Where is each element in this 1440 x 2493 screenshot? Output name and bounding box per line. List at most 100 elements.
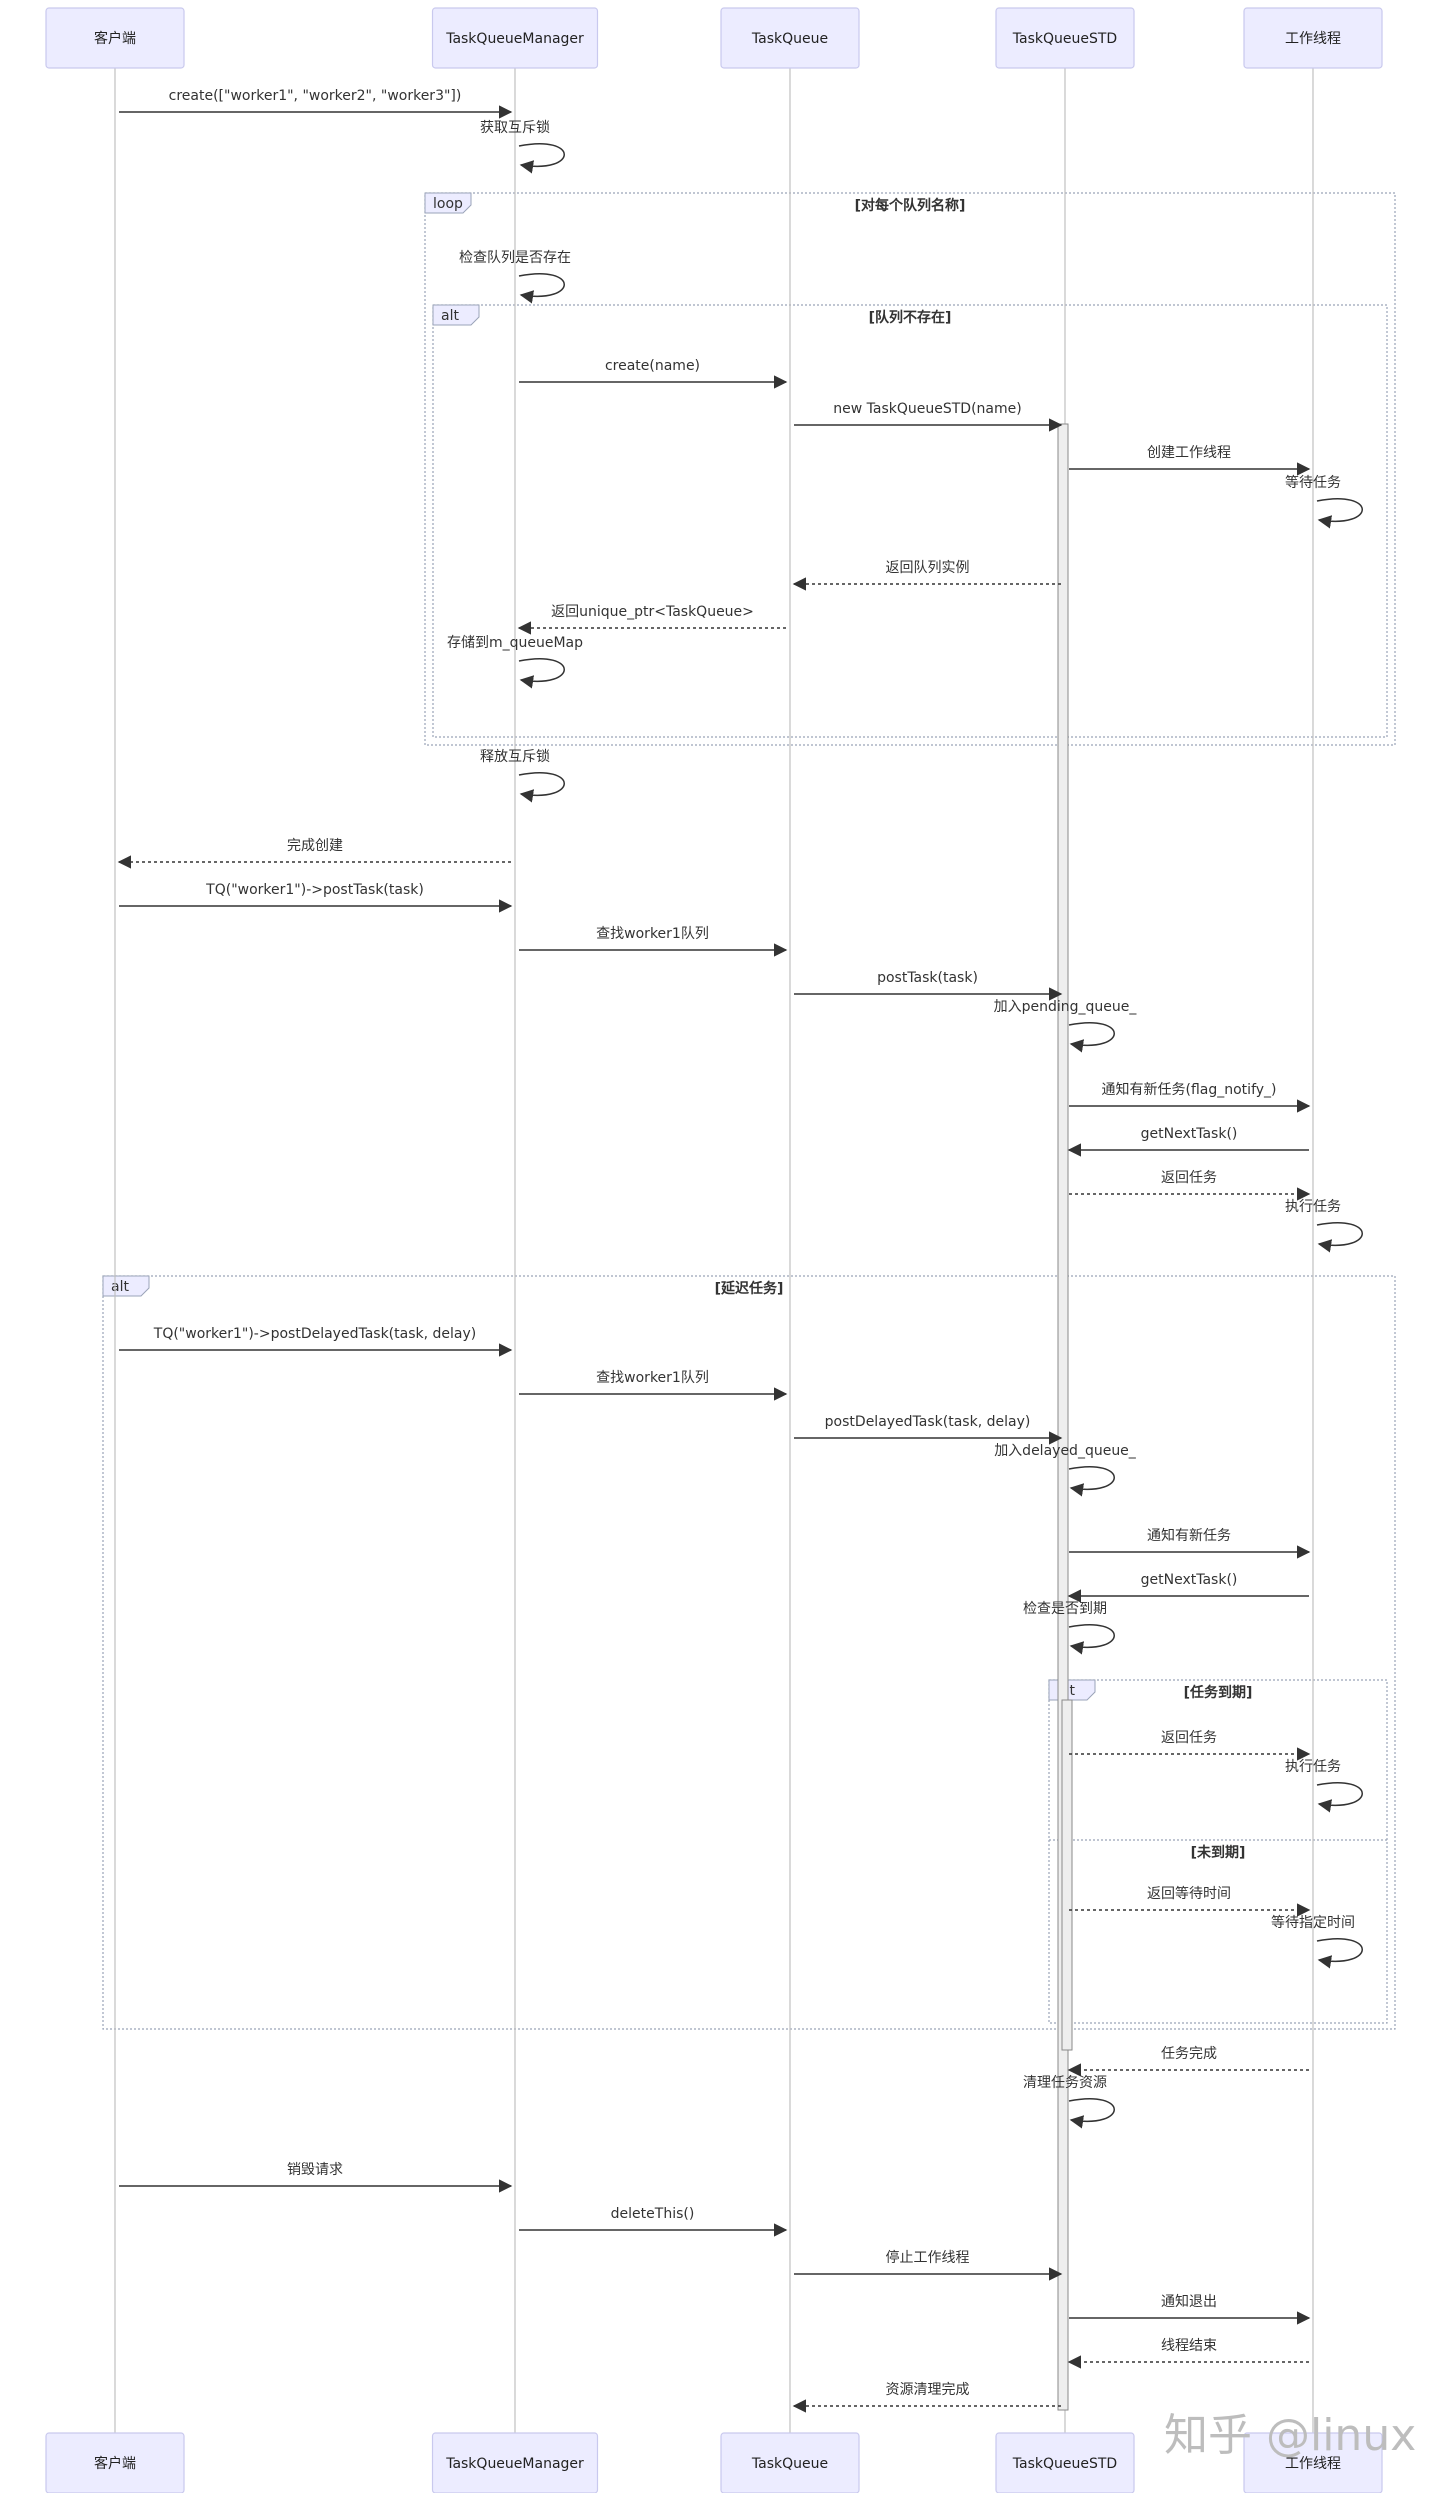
message-label: 线程结束 xyxy=(1161,2338,1217,2354)
message-label: getNextTask() xyxy=(1141,1126,1238,1142)
message-label: 释放互斥锁 xyxy=(480,749,550,765)
message-label: 执行任务 xyxy=(1285,1199,1341,1215)
participant-box xyxy=(1243,7,1383,69)
message-label: 检查队列是否存在 xyxy=(459,250,571,266)
message-label: 等待指定时间 xyxy=(1271,1914,1355,1931)
message-label: 完成创建 xyxy=(287,838,343,854)
message-label: TQ("worker1")->postTask(task) xyxy=(205,882,424,898)
participant-client-top: 客户端 xyxy=(45,7,185,69)
message: 通知有新任务 xyxy=(1069,1527,1311,1559)
self-message-loop xyxy=(518,273,565,304)
message: 检查是否到期 xyxy=(1023,1601,1115,1655)
message: 释放互斥锁 xyxy=(480,749,565,803)
message-label: TQ("worker1")->postDelayedTask(task, del… xyxy=(153,1326,476,1342)
message-label: 通知有新任务(flag_notify_) xyxy=(1102,1081,1277,1098)
message: 返回队列实例 xyxy=(792,560,1061,591)
participant-box xyxy=(431,2432,599,2493)
participant-box xyxy=(45,7,185,69)
message-label: 清理任务资源 xyxy=(1023,2075,1107,2091)
frame-alt: alt[队列不存在] xyxy=(432,304,1388,738)
self-message-loop xyxy=(1068,1022,1115,1053)
participant-label: TaskQueue xyxy=(751,2456,828,2472)
message: 查找worker1队列 xyxy=(519,926,788,957)
self-message-loop xyxy=(1316,1938,1363,1969)
participant-client-bottom: 客户端 xyxy=(45,2432,185,2493)
watermark-text: 知乎 @linux xyxy=(1164,2410,1416,2461)
message: 返回等待时间 xyxy=(1069,1885,1311,1917)
message: 返回任务 xyxy=(1069,1730,1311,1761)
message-label: 通知有新任务 xyxy=(1147,1527,1231,1544)
message-label: 返回任务 xyxy=(1161,1730,1217,1746)
message-label: 获取互斥锁 xyxy=(480,120,550,136)
message-label: 加入delayed_queue_ xyxy=(994,1443,1137,1459)
frame-condition: [任务到期] xyxy=(1184,1684,1253,1701)
message: 销毁请求 xyxy=(119,2162,513,2193)
message: 清理任务资源 xyxy=(1023,2075,1115,2129)
participant-tq-bottom: TaskQueue xyxy=(720,2432,860,2493)
self-message-loop xyxy=(518,658,565,689)
participant-mgr-top: TaskQueueManager xyxy=(431,7,599,69)
message-label: 任务完成 xyxy=(1161,2046,1217,2062)
self-message-loop xyxy=(518,143,565,174)
participant-box xyxy=(1243,2432,1383,2493)
participant-std-top: TaskQueueSTD xyxy=(995,7,1135,69)
message: 返回unique_ptr<TaskQueue> xyxy=(517,604,786,635)
participant-box xyxy=(995,2432,1135,2493)
participant-label: TaskQueueSTD xyxy=(1012,2456,1117,2472)
frame-tag: alt xyxy=(441,308,459,324)
message: 执行任务 xyxy=(1285,1199,1363,1253)
message: 存储到m_queueMap xyxy=(447,635,583,689)
message: 通知退出 xyxy=(1069,2293,1311,2325)
participant-box xyxy=(431,7,599,69)
message: TQ("worker1")->postDelayedTask(task, del… xyxy=(119,1326,513,1357)
message: 线程结束 xyxy=(1067,2338,1309,2369)
message: 返回任务 xyxy=(1069,1170,1311,1201)
frame-alt: alt[延迟任务] xyxy=(102,1275,1396,2030)
self-message-loop xyxy=(518,772,565,803)
message-label: 返回队列实例 xyxy=(886,560,970,576)
participant-mgr-bottom: TaskQueueManager xyxy=(431,2432,599,2493)
self-message-loop xyxy=(1316,1222,1363,1253)
frame-border xyxy=(424,192,1396,746)
message-label: 存储到m_queueMap xyxy=(447,635,583,651)
frame-condition: [对每个队列名称] xyxy=(855,197,966,214)
participant-tq-top: TaskQueue xyxy=(720,7,860,69)
frame-border xyxy=(1048,1679,1388,2024)
message: 创建工作线程 xyxy=(1069,445,1311,476)
message-label: 返回任务 xyxy=(1161,1170,1217,1186)
message: 获取互斥锁 xyxy=(480,120,565,174)
message-label: 检查是否到期 xyxy=(1023,1601,1107,1617)
message: getNextTask() xyxy=(1067,1572,1309,1603)
message-label: 加入pending_queue_ xyxy=(994,999,1138,1015)
frame-border xyxy=(432,304,1388,738)
message-label: postTask(task) xyxy=(877,970,978,986)
message: postDelayedTask(task, delay) xyxy=(794,1414,1063,1445)
message-label: 查找worker1队列 xyxy=(596,926,709,942)
frame-loop: loop[对每个队列名称] xyxy=(424,192,1396,746)
frame-else-condition: [未到期] xyxy=(1191,1844,1246,1861)
message-label: 停止工作线程 xyxy=(886,2249,970,2266)
message-label: 创建工作线程 xyxy=(1147,445,1231,461)
participant-label: TaskQueue xyxy=(751,31,828,47)
message: postTask(task) xyxy=(794,970,1063,1001)
message: 查找worker1队列 xyxy=(519,1370,788,1401)
participant-label: 工作线程 xyxy=(1285,31,1341,47)
frame-tag: alt xyxy=(111,1279,129,1295)
message-label: postDelayedTask(task, delay) xyxy=(825,1414,1031,1430)
participant-label: 客户端 xyxy=(94,2455,136,2472)
self-message-loop xyxy=(1068,1466,1115,1497)
message: deleteThis() xyxy=(519,2206,788,2237)
self-message-loop xyxy=(1316,1782,1363,1813)
message-label: create(name) xyxy=(605,358,700,374)
message-label: 执行任务 xyxy=(1285,1759,1341,1775)
message: 等待指定时间 xyxy=(1271,1914,1363,1969)
participant-worker-bottom: 工作线程 xyxy=(1243,2432,1383,2493)
participant-worker-top: 工作线程 xyxy=(1243,7,1383,69)
message-label: 资源清理完成 xyxy=(886,2382,970,2398)
message: 等待任务 xyxy=(1285,474,1363,529)
frame-border xyxy=(102,1275,1396,2030)
participant-box xyxy=(45,2432,185,2493)
message-label: 等待任务 xyxy=(1285,474,1341,491)
message: getNextTask() xyxy=(1067,1126,1309,1157)
participant-label: TaskQueueManager xyxy=(445,2456,584,2472)
